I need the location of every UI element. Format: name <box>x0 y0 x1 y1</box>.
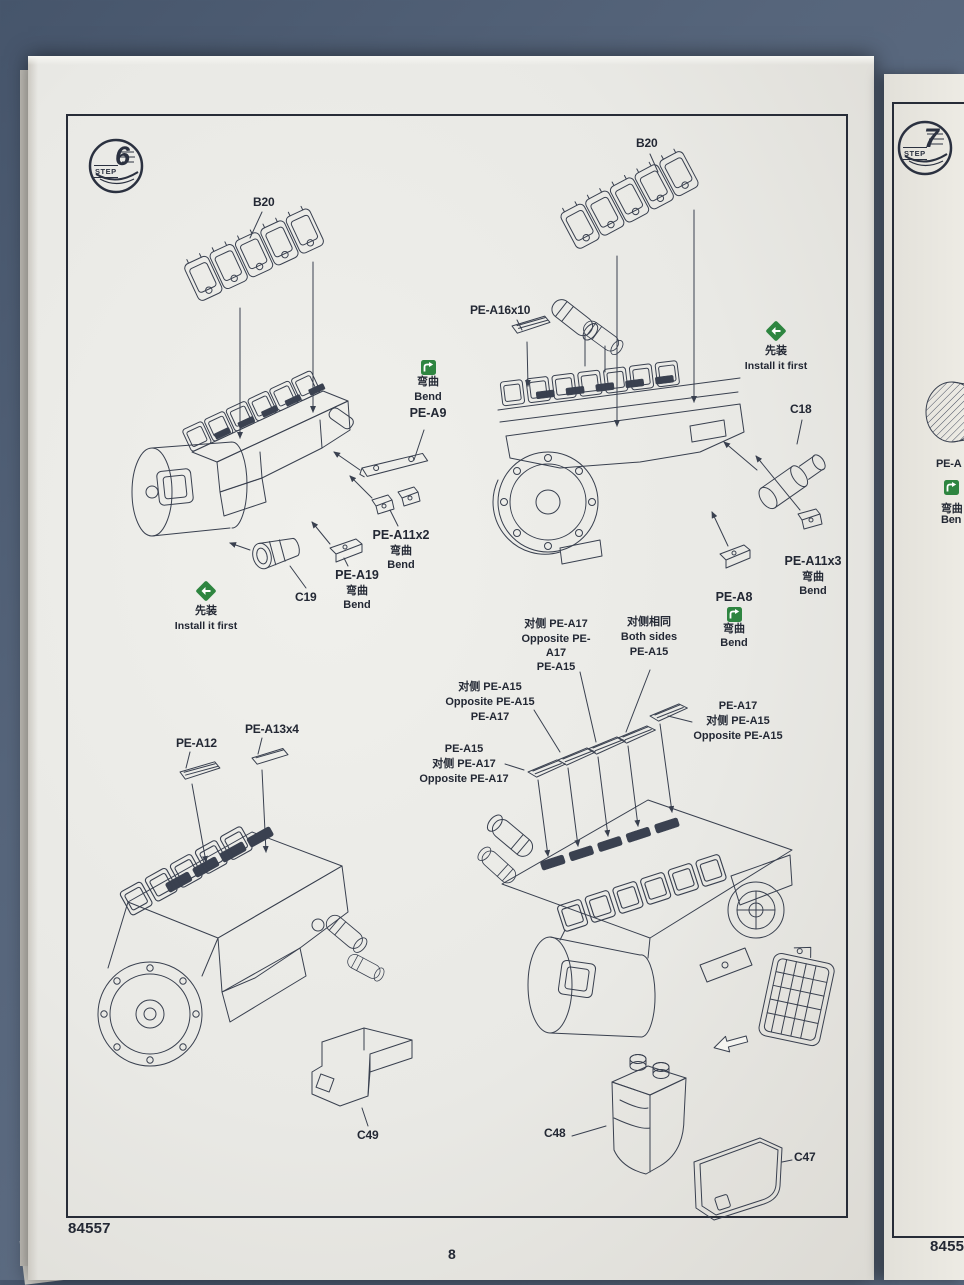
bend-label-en: Bend <box>799 585 827 598</box>
bend-label-cn-partial: 弯曲 <box>941 503 963 515</box>
callout-line: Opposite PE-A17 <box>521 632 591 659</box>
bend-label-cn: 弯曲 <box>417 376 439 388</box>
part-label-pe-a12: PE-A12 <box>176 736 217 750</box>
part-label-pe-a9: PE-A9 <box>409 405 447 420</box>
callout-pe-a8: PE-A8 弯曲 Bend <box>708 590 760 651</box>
next-kit-number-partial: 8455 <box>930 1238 964 1255</box>
callout-install-first-left: 先装 Install it first <box>168 578 244 633</box>
install-first-en: Install it first <box>744 359 808 372</box>
bend-label-en-partial: Ben <box>941 514 962 526</box>
step-word: STEP <box>903 147 927 160</box>
instruction-page <box>28 56 874 1280</box>
bend-label-en: Bend <box>720 637 748 650</box>
part-label-pe-a16x10: PE-A16x10 <box>470 303 531 317</box>
part-label-c18: C18 <box>790 402 812 416</box>
kit-number: 84557 <box>68 1220 111 1237</box>
callout-line: PE-A15 <box>629 645 669 658</box>
callout-line: 对侧 PE-A17 <box>432 757 496 770</box>
callout-line: 对侧 PE-A15 <box>458 681 522 693</box>
callout-line: PE-A15 <box>444 743 484 755</box>
step-number: 7 <box>924 123 940 153</box>
bend-icon <box>420 360 436 375</box>
part-label-c19: C19 <box>295 590 317 604</box>
part-label-pe-a19: PE-A19 <box>335 568 379 582</box>
step-badge-art <box>88 138 144 194</box>
callout-pe-a11x3: PE-A11x3 弯曲 Bend <box>782 554 844 599</box>
bend-icon <box>726 606 742 622</box>
bend-label-cn: 弯曲 <box>390 544 412 557</box>
callout-line: Opposite PE-A15 <box>445 695 535 708</box>
step-number: 6 <box>115 141 131 171</box>
part-label-pe-a11x2: PE-A11x2 <box>372 528 430 542</box>
callout-opposite-pe-a17-bottom: PE-A15 对侧 PE-A17 Opposite PE-A17 <box>418 743 510 786</box>
bend-label-en: Bend <box>387 559 415 572</box>
part-label-c47: C47 <box>794 1150 816 1164</box>
next-instruction-page <box>884 74 964 1280</box>
part-label-c49: C49 <box>357 1128 379 1142</box>
page-number: 8 <box>448 1246 456 1262</box>
step-7-badge: STEP 7 <box>897 120 953 176</box>
callout-line: Opposite PE-A17 <box>419 772 509 785</box>
step-word: STEP <box>94 165 118 178</box>
bend-label-cn: 弯曲 <box>346 584 368 597</box>
install-first-icon <box>193 578 219 604</box>
part-label-pe-a8: PE-A8 <box>715 590 753 604</box>
install-first-cn: 先装 <box>765 345 787 357</box>
part-label-pe-a11x3: PE-A11x3 <box>784 554 842 568</box>
callout-opposite-pe-a17-top: 对侧 PE-A17 Opposite PE-A17 PE-A15 <box>512 618 600 675</box>
part-label-c48: C48 <box>544 1126 566 1140</box>
callout-pe-a9: 弯曲 Bend PE-A9 <box>402 360 454 421</box>
callout-opposite-pe-a15-left: 对侧 PE-A15 Opposite PE-A15 PE-A17 <box>444 681 536 724</box>
callout-line: 对侧 PE-A15 <box>706 714 770 727</box>
part-label-b20-right: B20 <box>636 136 658 150</box>
page-frame-border <box>66 114 848 1218</box>
bend-label-cn: 弯曲 <box>723 622 745 635</box>
install-first-cn: 先装 <box>195 605 217 617</box>
part-label-pe-a13x4: PE-A13x4 <box>245 722 299 736</box>
callout-line: Opposite PE-A15 <box>693 729 783 742</box>
callout-opposite-pe-a15-right: PE-A17 对侧 PE-A15 Opposite PE-A15 <box>688 700 788 743</box>
step-6-badge: STEP 6 <box>88 138 144 194</box>
callout-line: 对侧相同 <box>627 616 671 628</box>
next-page-frame-border <box>892 102 964 1238</box>
install-first-en: Install it first <box>174 619 238 632</box>
callout-line: PE-A15 <box>536 661 576 674</box>
bend-label-en: Bend <box>414 390 442 403</box>
callout-line: PE-A17 <box>470 710 510 723</box>
bend-label-en: Bend <box>343 599 371 612</box>
callout-pe-a11x2: PE-A11x2 弯曲 Bend <box>370 528 432 573</box>
part-label-pe-a-partial: PE-A <box>936 458 962 470</box>
bend-label-cn: 弯曲 <box>802 570 824 583</box>
callout-both-sides: 对侧相同 Both sides PE-A15 <box>612 616 686 659</box>
callout-pe-a19: PE-A19 弯曲 Bend <box>328 568 386 613</box>
callout-line: PE-A17 <box>718 700 758 712</box>
bend-icon <box>944 480 959 495</box>
install-first-icon <box>763 318 789 344</box>
callout-line: 对侧 PE-A17 <box>524 618 588 630</box>
callout-line: Both sides <box>620 630 678 643</box>
part-label-b20-left: B20 <box>253 195 275 209</box>
step-badge-art <box>897 120 953 176</box>
callout-install-first-right: 先装 Install it first <box>738 318 814 373</box>
